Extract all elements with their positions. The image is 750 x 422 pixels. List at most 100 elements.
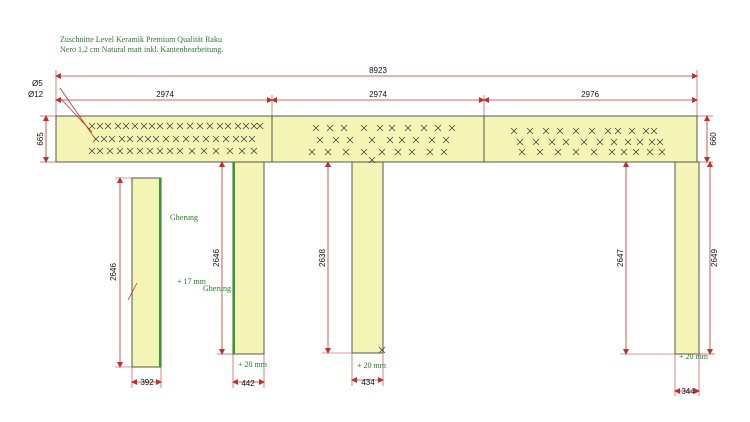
hole-marker [386, 136, 394, 144]
dim-seg3-label: 2976 [581, 90, 599, 99]
hole-marker [346, 136, 354, 144]
dim-depth-left-label: 665 [36, 132, 45, 146]
hole-marker [212, 147, 220, 155]
hole-marker [332, 136, 340, 144]
hole-marker [250, 122, 258, 130]
hole-marker [148, 122, 156, 130]
hole-marker [200, 147, 208, 155]
hole-marker [646, 148, 654, 156]
hole-marker [156, 122, 164, 130]
hole-marker [636, 138, 644, 146]
hole-marker [126, 135, 134, 143]
top-panel-2 [271, 115, 485, 163]
hole-marker [202, 135, 210, 143]
hole-marker [308, 148, 316, 156]
dim-leg2-width-label: 442 [241, 379, 255, 388]
dim-leg3-width-label: 434 [361, 378, 375, 387]
dim-depth-right-label: 660 [709, 132, 718, 146]
hole-marker [368, 156, 376, 164]
hole-marker [206, 122, 214, 130]
hole-marker [378, 148, 386, 156]
dim-leg2-height-label: 2646 [212, 249, 221, 267]
note-offset-20-a: + 20 mm [238, 360, 268, 369]
hole-marker [116, 147, 124, 155]
hole-marker [388, 124, 396, 132]
hole-marker [562, 138, 570, 146]
hole-marker [596, 138, 604, 146]
hole-marker [526, 127, 534, 135]
hole-marker [104, 122, 112, 130]
hole-marker [376, 124, 384, 132]
hole-marker [542, 127, 550, 135]
hole-marker [620, 148, 628, 156]
hole-marker [510, 127, 518, 135]
hole-marker [176, 147, 184, 155]
hole-marker [428, 136, 436, 144]
dim-seg1-label: 2974 [156, 90, 174, 99]
hole-marker [360, 148, 368, 156]
hole-marker [212, 135, 220, 143]
leg-panel-5 [674, 161, 700, 355]
top-panel-1 [55, 115, 273, 163]
hole-marker [216, 122, 224, 130]
dim-leg5-height-label: 2649 [710, 249, 719, 267]
hole-marker [404, 124, 412, 132]
hole-marker [532, 138, 540, 146]
hole-marker [340, 124, 348, 132]
hole-marker [440, 148, 448, 156]
hole-marker [312, 124, 320, 132]
leg-panel-3 [351, 161, 384, 354]
hole-marker [140, 122, 148, 130]
hole-marker [448, 124, 456, 132]
hole-marker [146, 147, 154, 155]
leg-panel-1 [131, 177, 162, 368]
hole-marker [658, 148, 666, 156]
hole-marker [610, 138, 618, 146]
hole-marker [624, 138, 632, 146]
hole-marker [394, 148, 402, 156]
hole-marker [162, 135, 170, 143]
hole-marker [608, 148, 616, 156]
hole-marker [136, 147, 144, 155]
hole-marker [118, 135, 126, 143]
hole-pointer [59, 87, 97, 141]
hole-marker [604, 127, 612, 135]
dim-leg5-width-label: 344 [681, 387, 695, 396]
hole-marker [378, 346, 386, 354]
hole-marker [126, 147, 134, 155]
hole-marker [324, 148, 332, 156]
hole-marker [650, 127, 658, 135]
hole-marker [166, 147, 174, 155]
note-miter-2: Gherung [203, 284, 231, 293]
hole-marker [420, 124, 428, 132]
hole-pointer-2 [59, 97, 93, 133]
hole-marker [590, 148, 598, 156]
hole-markers [88, 122, 666, 354]
hole-marker [238, 147, 246, 155]
hole-marker [226, 147, 234, 155]
drawing-title-line-1: Zuschnitte Level Keramik Premium Qualitä… [60, 35, 222, 44]
hole-marker [166, 122, 174, 130]
hole-marker [572, 127, 580, 135]
hole-marker [222, 135, 230, 143]
hole-marker [360, 124, 368, 132]
hole-marker [556, 127, 564, 135]
hole-marker [240, 135, 248, 143]
hole-marker [516, 138, 524, 146]
hole-marker [628, 127, 636, 135]
dim-leg1-width-label: 392 [140, 378, 154, 387]
hole-marker [656, 138, 664, 146]
hole-marker [632, 148, 640, 156]
hole-marker [136, 135, 144, 143]
hole-marker [342, 148, 350, 156]
hole-marker [248, 135, 256, 143]
hole-marker [518, 148, 526, 156]
hole-marker [234, 122, 242, 130]
hole-marker [176, 122, 184, 130]
hole-marker [152, 135, 160, 143]
hole-marker [106, 147, 114, 155]
hole-marker [588, 127, 596, 135]
hole-marker [131, 122, 139, 130]
hole-marker [580, 138, 588, 146]
